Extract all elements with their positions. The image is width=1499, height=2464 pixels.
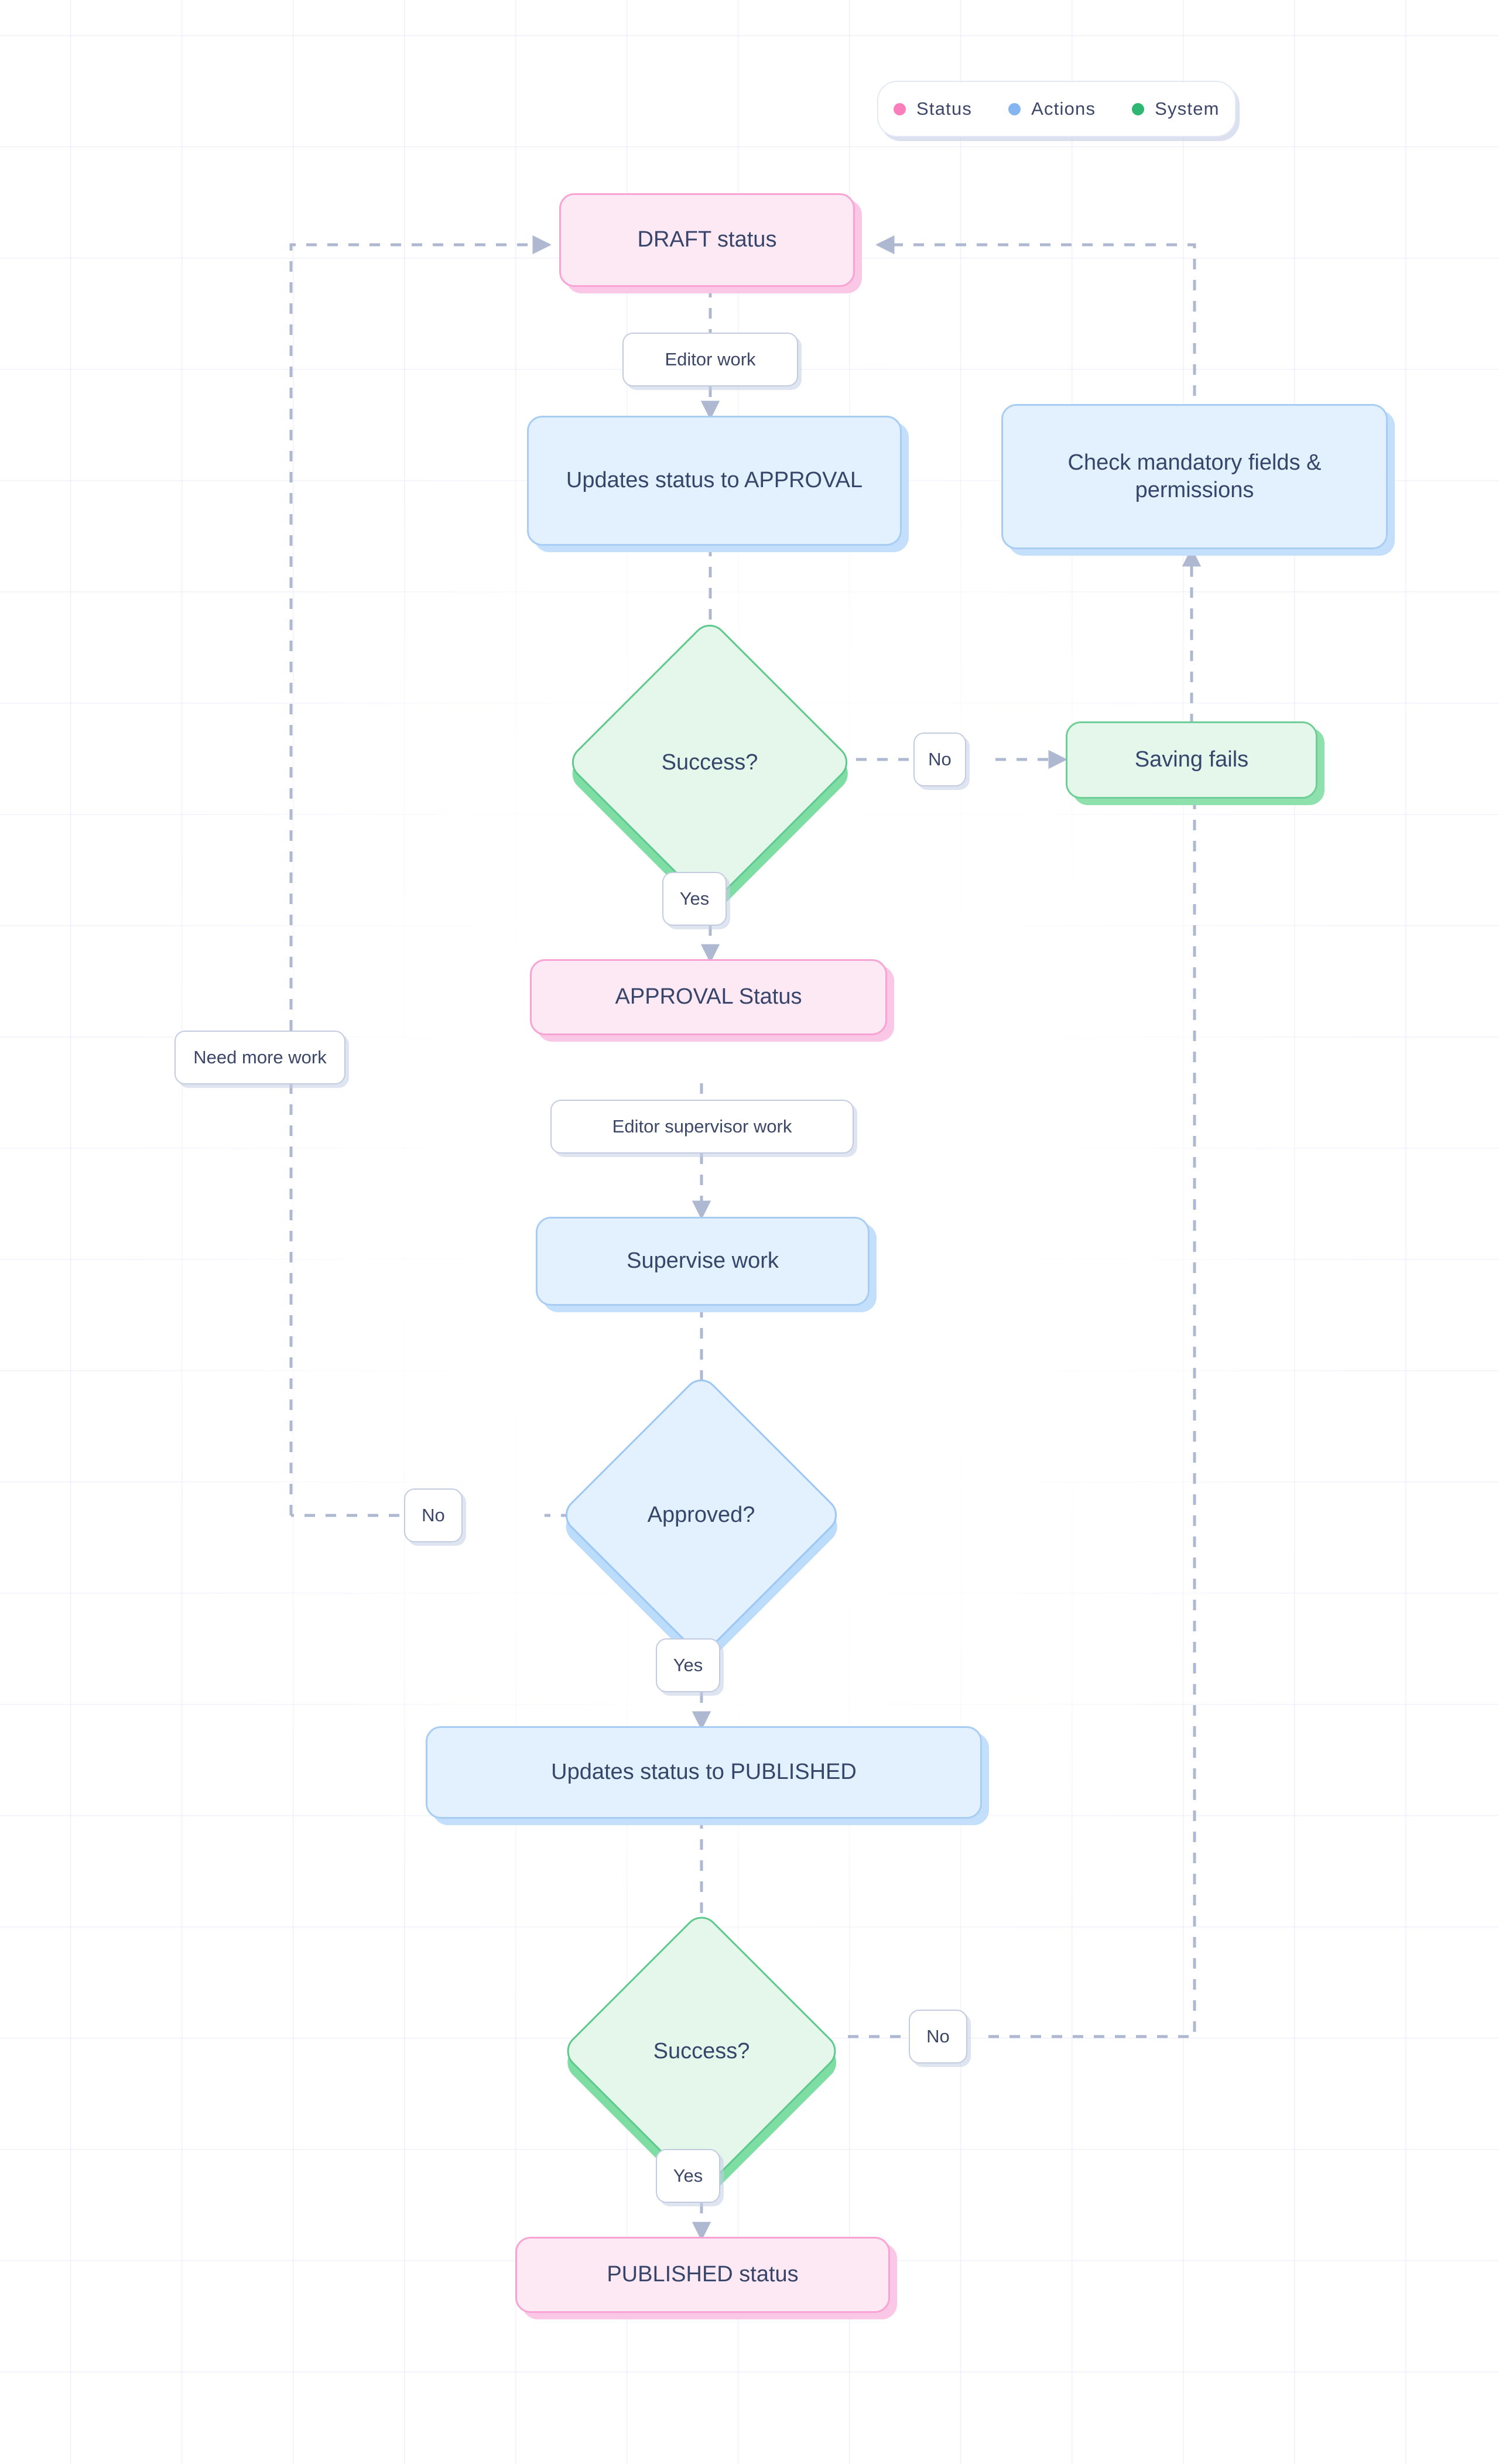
node-label: Check mandatory fields & permissions <box>1067 450 1322 502</box>
edge-label-text: No <box>928 749 952 769</box>
node-check-mandatory-fields[interactable]: Check mandatory fields & permissions <box>1001 404 1388 549</box>
node-published-status[interactable]: PUBLISHED status <box>515 2237 890 2313</box>
legend: Status Actions System <box>877 81 1236 137</box>
edge-label-text: Editor work <box>665 349 756 369</box>
legend-item-system: System <box>1132 98 1220 119</box>
node-label: DRAFT status <box>637 227 777 252</box>
edge-label-text: Yes <box>673 2165 703 2186</box>
edge-leftrail-up-to-draft <box>289 235 552 1515</box>
node-draft-status[interactable]: DRAFT status <box>559 193 855 287</box>
node-label: Supervise work <box>627 1248 779 1274</box>
edge-label-success2-no: No <box>909 2010 967 2063</box>
legend-label-actions: Actions <box>1031 98 1096 119</box>
edge-label-need-more-work: Need more work <box>174 1031 345 1084</box>
node-label: Saving fails <box>1134 747 1249 772</box>
node-label: APPROVAL Status <box>615 984 802 1009</box>
node-success-decision-2[interactable]: Success? <box>560 1909 843 2193</box>
edge-label-success2-yes: Yes <box>656 2149 720 2203</box>
node-approval-status[interactable]: APPROVAL Status <box>530 959 887 1035</box>
node-label: Updates status to APPROVAL <box>566 468 863 493</box>
edge-no2-to-rightrail <box>988 796 1196 2038</box>
edge-label-text: No <box>926 2026 950 2047</box>
legend-item-status: Status <box>894 98 972 119</box>
node-updates-status-approval[interactable]: Updates status to APPROVAL <box>527 416 902 546</box>
edge-label-text: Yes <box>673 1655 703 1675</box>
edge-label-success1-yes: Yes <box>662 872 727 926</box>
node-label: Updates status to PUBLISHED <box>551 1760 857 1785</box>
node-label: PUBLISHED status <box>607 2262 799 2287</box>
status-dot-icon <box>894 102 906 115</box>
edge-label-editor-work: Editor work <box>622 333 798 386</box>
node-label: Approved? <box>647 1503 755 1527</box>
node-updates-status-published[interactable]: Updates status to PUBLISHED <box>426 1726 982 1819</box>
legend-label-system: System <box>1155 98 1220 119</box>
node-label: Success? <box>661 750 758 775</box>
edge-label-success1-no: No <box>913 733 966 786</box>
node-saving-fails[interactable]: Saving fails <box>1066 721 1317 799</box>
edge-label-text: Editor supervisor work <box>612 1116 792 1137</box>
edge-label-editor-supervisor-work: Editor supervisor work <box>550 1100 854 1154</box>
node-label: Success? <box>653 2038 750 2063</box>
edge-label-text: Yes <box>679 888 710 909</box>
edge-check-to-draft <box>875 235 1196 417</box>
system-dot-icon <box>1132 102 1145 115</box>
actions-dot-icon <box>1008 102 1021 115</box>
legend-label-status: Status <box>916 98 973 119</box>
edge-label-approved-yes: Yes <box>656 1638 720 1692</box>
edge-label-approved-no: No <box>404 1488 463 1542</box>
node-success-decision-1[interactable]: Success? <box>564 617 855 908</box>
legend-item-actions: Actions <box>1008 98 1096 119</box>
edge-label-text: No <box>422 1505 445 1525</box>
edge-label-text: Need more work <box>193 1047 327 1067</box>
node-supervise-work[interactable]: Supervise work <box>536 1217 870 1306</box>
node-approved-decision[interactable]: Approved? <box>558 1372 844 1658</box>
